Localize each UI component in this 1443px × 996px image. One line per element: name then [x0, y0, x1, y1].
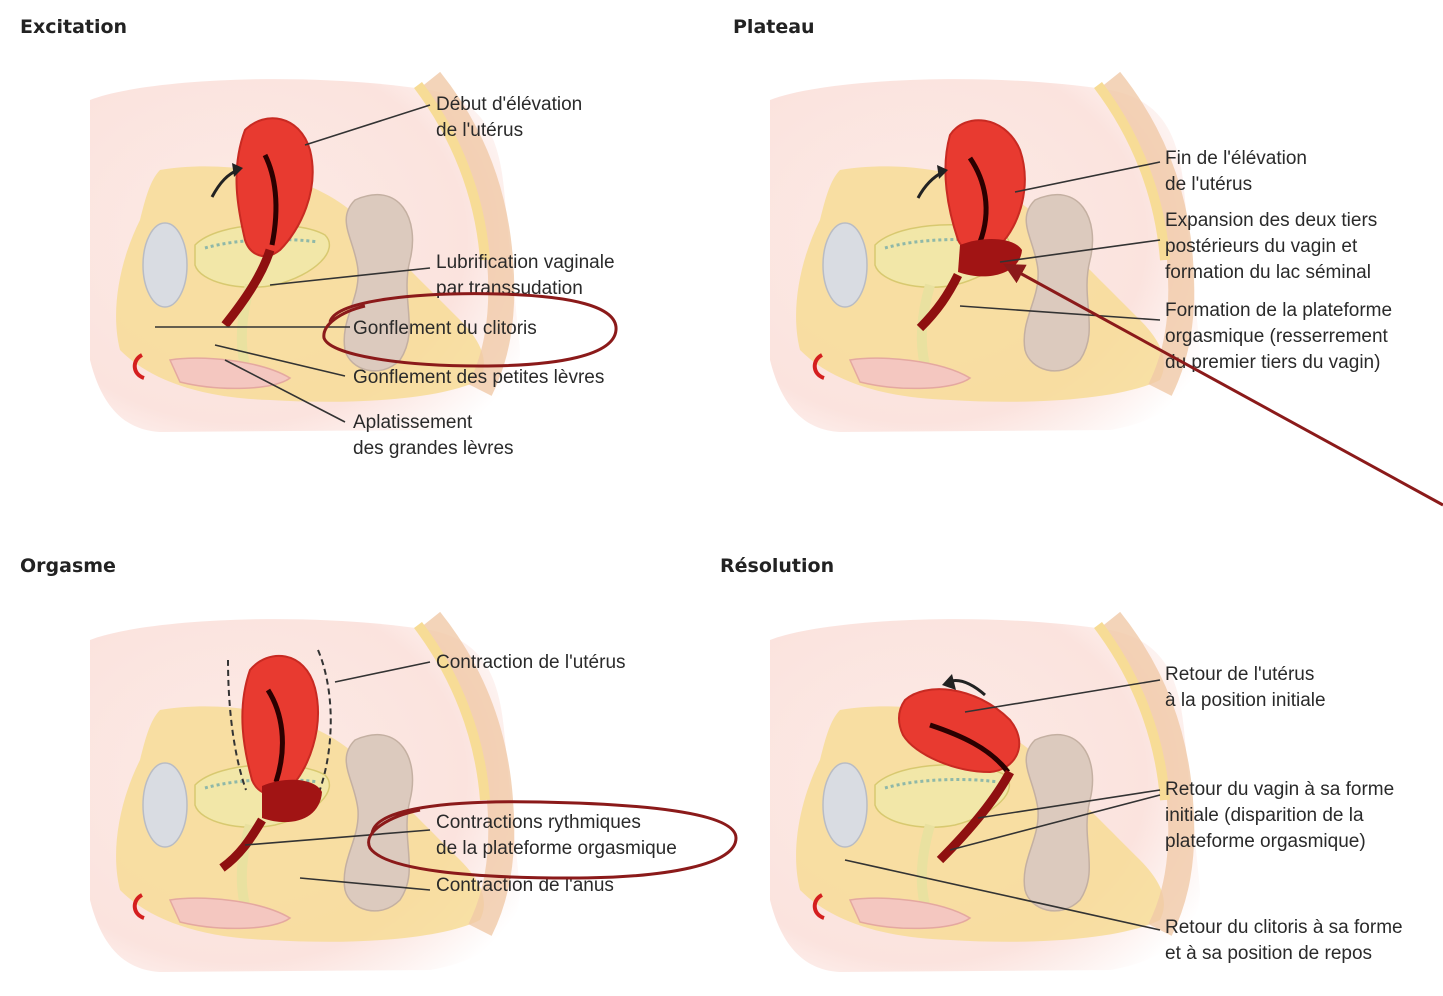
panel-title: Excitation — [20, 16, 127, 38]
panel-title: Orgasme — [20, 555, 116, 577]
panel-orgasme: Orgasme Contraction de l'utérus Contract… — [20, 555, 736, 972]
panel-title: Plateau — [733, 16, 815, 38]
label-plateforme-orgasmique: Formation de la plateforme orgasmique (r… — [1165, 300, 1397, 373]
label-retour-vagin: Retour du vagin à sa forme initiale (dis… — [1165, 779, 1399, 852]
panel-title: Résolution — [720, 555, 834, 577]
panel-resolution: Résolution Retour de l'utérus à la posit… — [720, 555, 1408, 972]
label-fin-elevation-uterus: Fin de l'élévation de l'utérus — [1165, 148, 1312, 195]
label-retour-clitoris: Retour du clitoris à sa forme et à sa po… — [1165, 917, 1408, 964]
label-retour-uterus: Retour de l'utérus à la position initial… — [1165, 664, 1326, 711]
label-contraction-uterus: Contraction de l'utérus — [436, 652, 626, 673]
panel-plateau: Plateau Fin de l'élévation de l'utérus E… — [733, 16, 1443, 505]
label-gonflement-clitoris: Gonflement du clitoris — [353, 318, 537, 339]
label-aplatissement-grandes-levres: Aplatissement des grandes lèvres — [353, 412, 514, 459]
panel-excitation: Excitation Début d'élévation de l'utérus… — [20, 16, 620, 459]
label-gonflement-petites-levres: Gonflement des petites lèvres — [353, 367, 604, 388]
label-expansion-vagin-lac-seminal: Expansion des deux tiers postérieurs du … — [1165, 210, 1383, 283]
